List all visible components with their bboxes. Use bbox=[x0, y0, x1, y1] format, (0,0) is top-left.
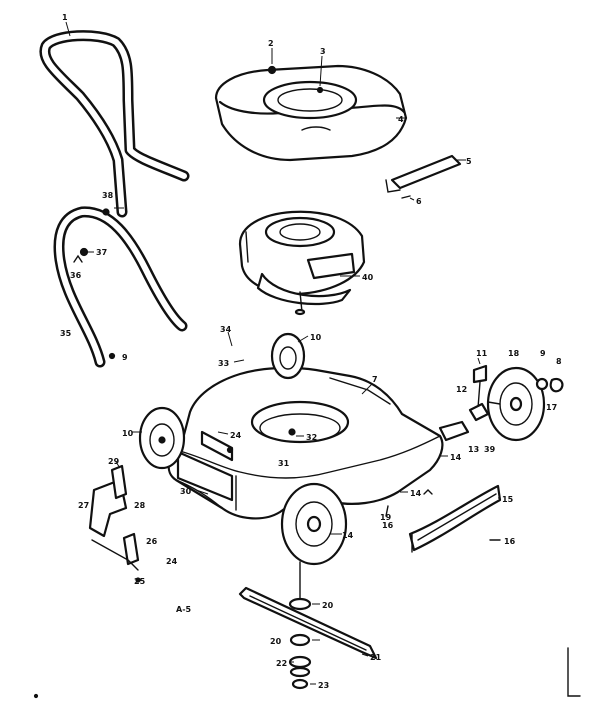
callout-21: 21 bbox=[370, 653, 382, 662]
callout-36: 36 bbox=[70, 271, 82, 280]
callout-17: 17 bbox=[546, 403, 557, 412]
callout-33: 33 bbox=[218, 359, 229, 368]
callout-1: 1 bbox=[62, 13, 68, 22]
rear-deflector bbox=[408, 484, 502, 553]
callout-29: 29 bbox=[108, 457, 120, 466]
mower-blade bbox=[238, 586, 378, 660]
callout-5: 5 bbox=[466, 157, 472, 166]
callout-16-pin: 16 bbox=[382, 521, 394, 530]
corner-mark bbox=[567, 647, 581, 697]
callout-20-lower: 20 bbox=[270, 637, 282, 646]
callout-32: 32 bbox=[306, 433, 317, 442]
callout-4: 4 bbox=[398, 115, 404, 124]
callout-14-axle: 14 bbox=[450, 453, 462, 462]
callout-13: 13 bbox=[468, 445, 479, 454]
callout-37: 37 bbox=[96, 248, 107, 257]
wheel-front-left bbox=[138, 406, 186, 470]
figure-code: A-5 bbox=[176, 605, 192, 614]
callout-3: 3 bbox=[320, 47, 326, 56]
callout-12: 12 bbox=[456, 385, 467, 394]
callout-31: 31 bbox=[278, 459, 290, 468]
throttle-bracket bbox=[385, 154, 462, 199]
callout-18: 18 bbox=[508, 349, 520, 358]
callout-39: 39 bbox=[484, 445, 496, 454]
callout-34: 34 bbox=[220, 325, 232, 334]
callout-38: 38 bbox=[102, 191, 114, 200]
engine-shroud bbox=[214, 64, 408, 162]
callout-26: 26 bbox=[146, 537, 158, 546]
callout-7: 7 bbox=[372, 375, 378, 384]
wheel-rear-right bbox=[486, 366, 546, 442]
callout-9-right: 9 bbox=[540, 349, 546, 358]
callout-27: 27 bbox=[78, 501, 89, 510]
mower-deck bbox=[167, 366, 444, 520]
callout-19: 19 bbox=[380, 513, 392, 522]
engine bbox=[238, 210, 366, 316]
upper-handle bbox=[39, 30, 190, 218]
callout-25: 25 bbox=[134, 577, 146, 586]
callout-30: 30 bbox=[180, 487, 192, 496]
corner-dot bbox=[33, 693, 39, 699]
callout-14-side: 14 bbox=[410, 489, 422, 498]
wheel-rear-left bbox=[270, 332, 306, 380]
wheel-front-right bbox=[280, 482, 348, 566]
lower-handle bbox=[53, 206, 188, 368]
height-adjuster bbox=[438, 364, 564, 442]
callout-9-handle: 9 bbox=[122, 353, 128, 362]
callout-10-front: 10 bbox=[122, 429, 134, 438]
callout-16: 16 bbox=[504, 537, 516, 546]
callout-22: 22 bbox=[276, 659, 287, 668]
callout-35: 35 bbox=[60, 329, 72, 338]
callout-24: 24 bbox=[166, 557, 178, 566]
callout-11: 11 bbox=[476, 349, 488, 358]
blade-adapter bbox=[288, 561, 312, 690]
callout-40: 40 bbox=[362, 273, 374, 282]
callout-23: 23 bbox=[318, 681, 329, 690]
callout-15: 15 bbox=[502, 495, 514, 504]
callout-6: 6 bbox=[416, 197, 422, 206]
callout-24-deck: 24 bbox=[230, 431, 242, 440]
callout-2: 2 bbox=[268, 39, 274, 48]
callout-10-rear: 10 bbox=[310, 333, 322, 342]
callout-28: 28 bbox=[134, 501, 146, 510]
callout-labels: 1 2 3 4 5 6 38 37 36 35 9 40 34 33 10 7 … bbox=[60, 13, 562, 690]
deflector-pin bbox=[385, 489, 501, 541]
leader-lines bbox=[65, 21, 500, 685]
callout-14-wheel: 14 bbox=[342, 531, 354, 540]
callout-20: 20 bbox=[322, 601, 334, 610]
side-bracket bbox=[88, 464, 141, 583]
handle-bolt bbox=[73, 208, 116, 360]
callout-8: 8 bbox=[556, 357, 562, 366]
